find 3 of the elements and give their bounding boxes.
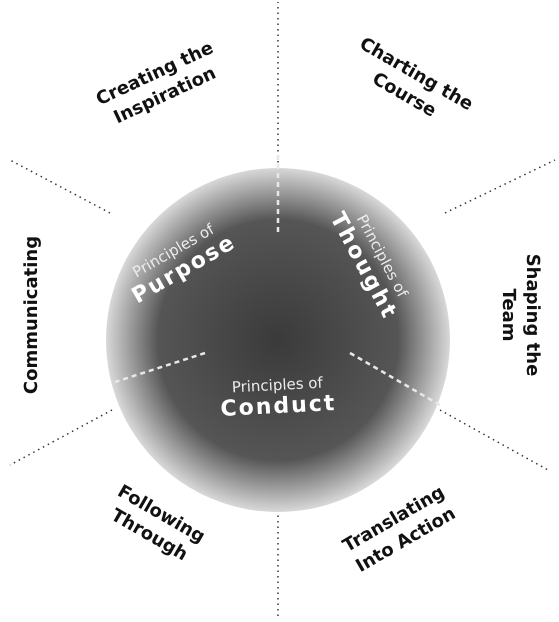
category-label: Communicating [20,234,43,396]
category-label: Shaping the Team [497,252,544,378]
section-subtitle: Principles of [231,373,324,396]
